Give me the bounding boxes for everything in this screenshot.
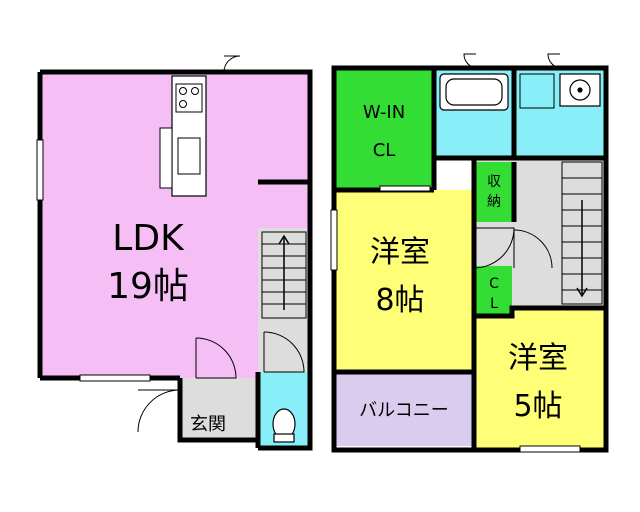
storage-room — [474, 162, 514, 222]
western-5-size-label: 5帖 — [513, 389, 562, 424]
w-in-cl-label-line1: W-IN — [363, 102, 405, 123]
walk-in-closet-room — [336, 70, 434, 188]
washbasin-icon — [559, 73, 601, 107]
ldk-size-label: 19帖 — [107, 266, 189, 307]
western-room-8 — [336, 190, 474, 370]
stove-icon — [175, 83, 203, 113]
kitchen-counter — [171, 75, 207, 197]
balcony — [334, 374, 474, 446]
storage-label-2: 納 — [487, 194, 501, 210]
second-floor-doors — [463, 53, 561, 269]
first-floor-doors — [137, 55, 305, 433]
w-in-cl-label-line2: CL — [373, 140, 396, 161]
western-8-label: 洋室 — [370, 235, 430, 270]
small-closet-room — [476, 266, 512, 316]
western-5-label: 洋室 — [508, 341, 568, 376]
second-floor: W-IN CL 洋室 8帖 洋室 5帖 バルコニー 収 納 C L — [330, 53, 609, 453]
second-floor-stairs — [561, 161, 603, 305]
small-cl-label-1: C — [489, 276, 499, 292]
first-floor-stairs — [261, 231, 307, 319]
kitchen-side-wall — [159, 127, 173, 189]
entrance-label: 玄関 — [190, 414, 226, 435]
toilet-icon — [272, 408, 296, 443]
second-floor-windows — [330, 185, 581, 453]
washer-space — [519, 73, 555, 109]
entrance-room — [180, 378, 258, 440]
sink-icon — [177, 137, 201, 175]
western-room-5 — [476, 308, 604, 448]
ldk-room — [40, 72, 310, 378]
ldk-label: LDK — [112, 218, 185, 259]
western-8-size-label: 8帖 — [375, 283, 424, 318]
storage-label-1: 収 — [487, 174, 501, 190]
first-floor-windows — [36, 139, 151, 382]
first-floor: LDK 19帖 玄関 — [36, 55, 313, 451]
small-cl-label-2: L — [490, 296, 498, 312]
bathtub-icon — [439, 73, 509, 111]
balcony-label: バルコニー — [359, 400, 449, 421]
